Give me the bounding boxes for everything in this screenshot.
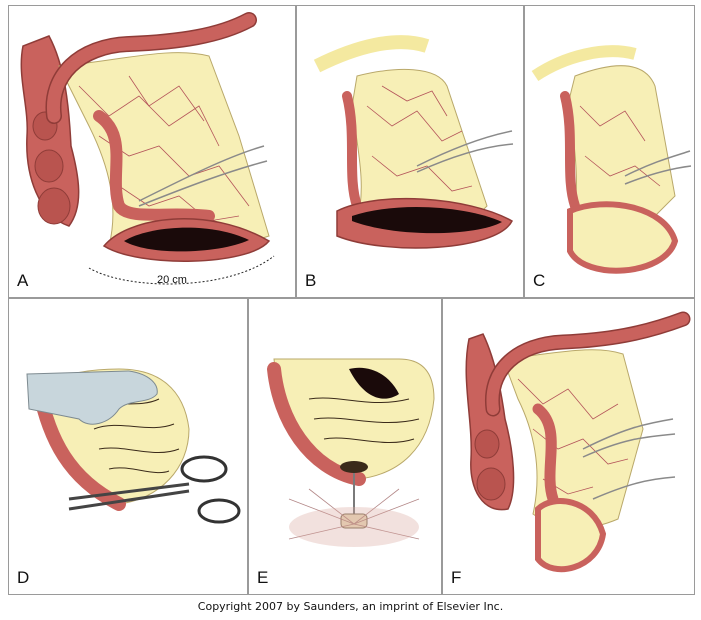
panel-label: B — [305, 271, 317, 290]
panel-b-illustration — [313, 35, 514, 249]
panel-label: C — [533, 271, 546, 290]
stapler-icon — [340, 461, 368, 529]
panel-f: F — [442, 298, 695, 595]
panel-c: C — [524, 5, 695, 298]
panel-label: D — [17, 568, 30, 587]
measurement-label: 20 cm — [157, 274, 187, 286]
panel-d: D — [8, 298, 248, 595]
panel-label: A — [17, 271, 29, 290]
panel-a: 20 cm A — [8, 5, 296, 298]
panel-f-illustration — [465, 311, 691, 573]
panel-c-illustration — [531, 45, 692, 274]
panel-d-illustration — [26, 368, 241, 524]
panel-a-illustration — [20, 12, 275, 285]
panel-label: F — [451, 568, 462, 587]
panel-label: E — [257, 568, 269, 587]
panel-e-illustration — [267, 358, 435, 547]
panel-b: B — [296, 5, 524, 298]
panel-e: E — [248, 298, 442, 595]
scissors-icon — [68, 455, 241, 524]
gloved-hand-icon — [26, 370, 158, 425]
copyright-text: Copyright 2007 by Saunders, an imprint o… — [197, 600, 504, 613]
